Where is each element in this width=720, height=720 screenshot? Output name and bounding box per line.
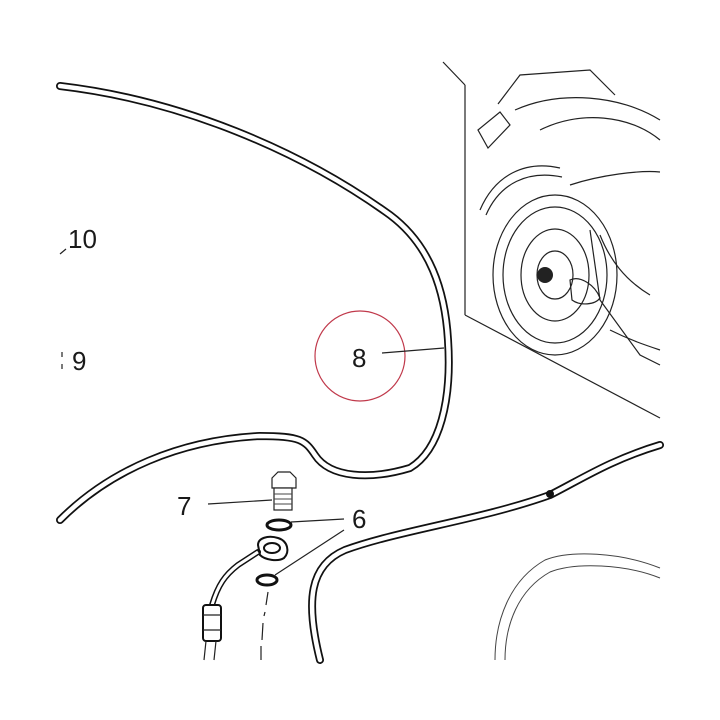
bolt-icon [271, 471, 297, 511]
callout-9: 9 [61, 346, 86, 376]
brake-hose-lower [308, 441, 664, 664]
fairing-outline [494, 553, 661, 661]
washer-icon [265, 518, 293, 532]
callout-10: 10 [59, 224, 97, 255]
callout-7: 7 [177, 491, 273, 521]
highlight-circle [314, 310, 406, 402]
axis-line [260, 591, 269, 660]
callout-9-label: 9 [72, 346, 86, 376]
washer-icon-lower [255, 573, 279, 587]
motorcycle-inset [442, 61, 661, 419]
callout-8: 8 [314, 310, 445, 402]
brake-hose [56, 82, 453, 524]
banjo-fitting-icon [202, 535, 289, 661]
callout-6-label: 6 [352, 504, 366, 534]
motorcycle-icon [477, 69, 661, 366]
callout-7-label: 7 [177, 491, 191, 521]
callout-8-label: 8 [352, 343, 366, 373]
callout-6: 6 [274, 504, 366, 576]
callout-10-label: 10 [68, 224, 97, 254]
